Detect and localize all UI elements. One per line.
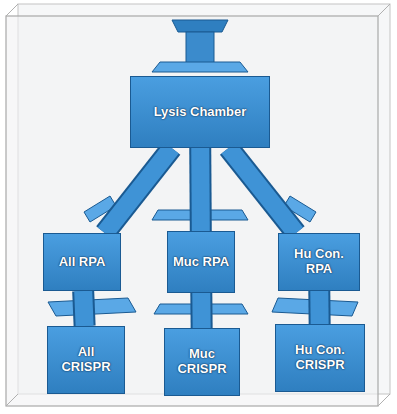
channel-stroke (83, 291, 84, 326)
channel-stroke (83, 291, 84, 326)
fluid-channel (200, 148, 202, 231)
channel-stroke (105, 148, 172, 233)
lysis-chamber: Lysis Chamber (130, 76, 270, 148)
channel-stroke (189, 148, 212, 231)
chamber-label-group: Hu Con. RPA (283, 247, 355, 277)
chamber-label-group: Muc RPA (173, 255, 229, 270)
reaction-chamber: Muc RPA (167, 231, 235, 293)
fluid-channel (83, 291, 84, 326)
channel-stroke (192, 293, 210, 328)
fluid-channel (229, 148, 296, 233)
chamber-label-group: All CRISPR (52, 345, 120, 375)
housing-front (6, 16, 378, 406)
channel-stroke (190, 293, 212, 328)
reaction-chamber: Muc CRISPR (164, 328, 240, 396)
chamber-label: All CRISPR (52, 345, 120, 375)
chamber-label: Muc RPA (173, 255, 229, 270)
housing-edge (6, 394, 18, 406)
reaction-chamber: Hu Con. RPA (278, 233, 360, 291)
housing-edge (378, 394, 390, 406)
fluid-channel (201, 293, 202, 328)
chamber-label: Hu Con. RPA (283, 247, 355, 277)
channel-stroke (310, 291, 328, 324)
chamber-label: Lysis Chamber (154, 105, 247, 120)
housing-edge (378, 4, 390, 16)
fluid-channel (319, 291, 320, 324)
channel-stroke (229, 148, 296, 233)
channel-stroke (229, 148, 296, 233)
chamber-label: Hu Con. CRISPR (280, 343, 360, 373)
inlet-plate (152, 62, 248, 72)
reaction-chamber: All RPA (43, 233, 121, 291)
channel-stroke (308, 291, 330, 324)
fluid-channel (105, 148, 172, 233)
chamber-label: All RPA (59, 255, 106, 270)
chamber-label-group: Hu Con. CRISPR (280, 343, 360, 373)
reaction-chamber: Hu Con. CRISPR (275, 324, 365, 392)
inlet-cap (172, 20, 228, 32)
chamber-label-group: All RPA (59, 255, 106, 270)
reaction-chamber: All CRISPR (47, 326, 125, 394)
channel-stroke (105, 148, 172, 233)
chamber-label: Muc CRISPR (169, 347, 235, 377)
channel-stroke (191, 148, 210, 231)
housing-edge (6, 4, 18, 16)
chamber-label-group: Lysis Chamber (154, 105, 247, 120)
chamber-label-group: Muc CRISPR (169, 347, 235, 377)
